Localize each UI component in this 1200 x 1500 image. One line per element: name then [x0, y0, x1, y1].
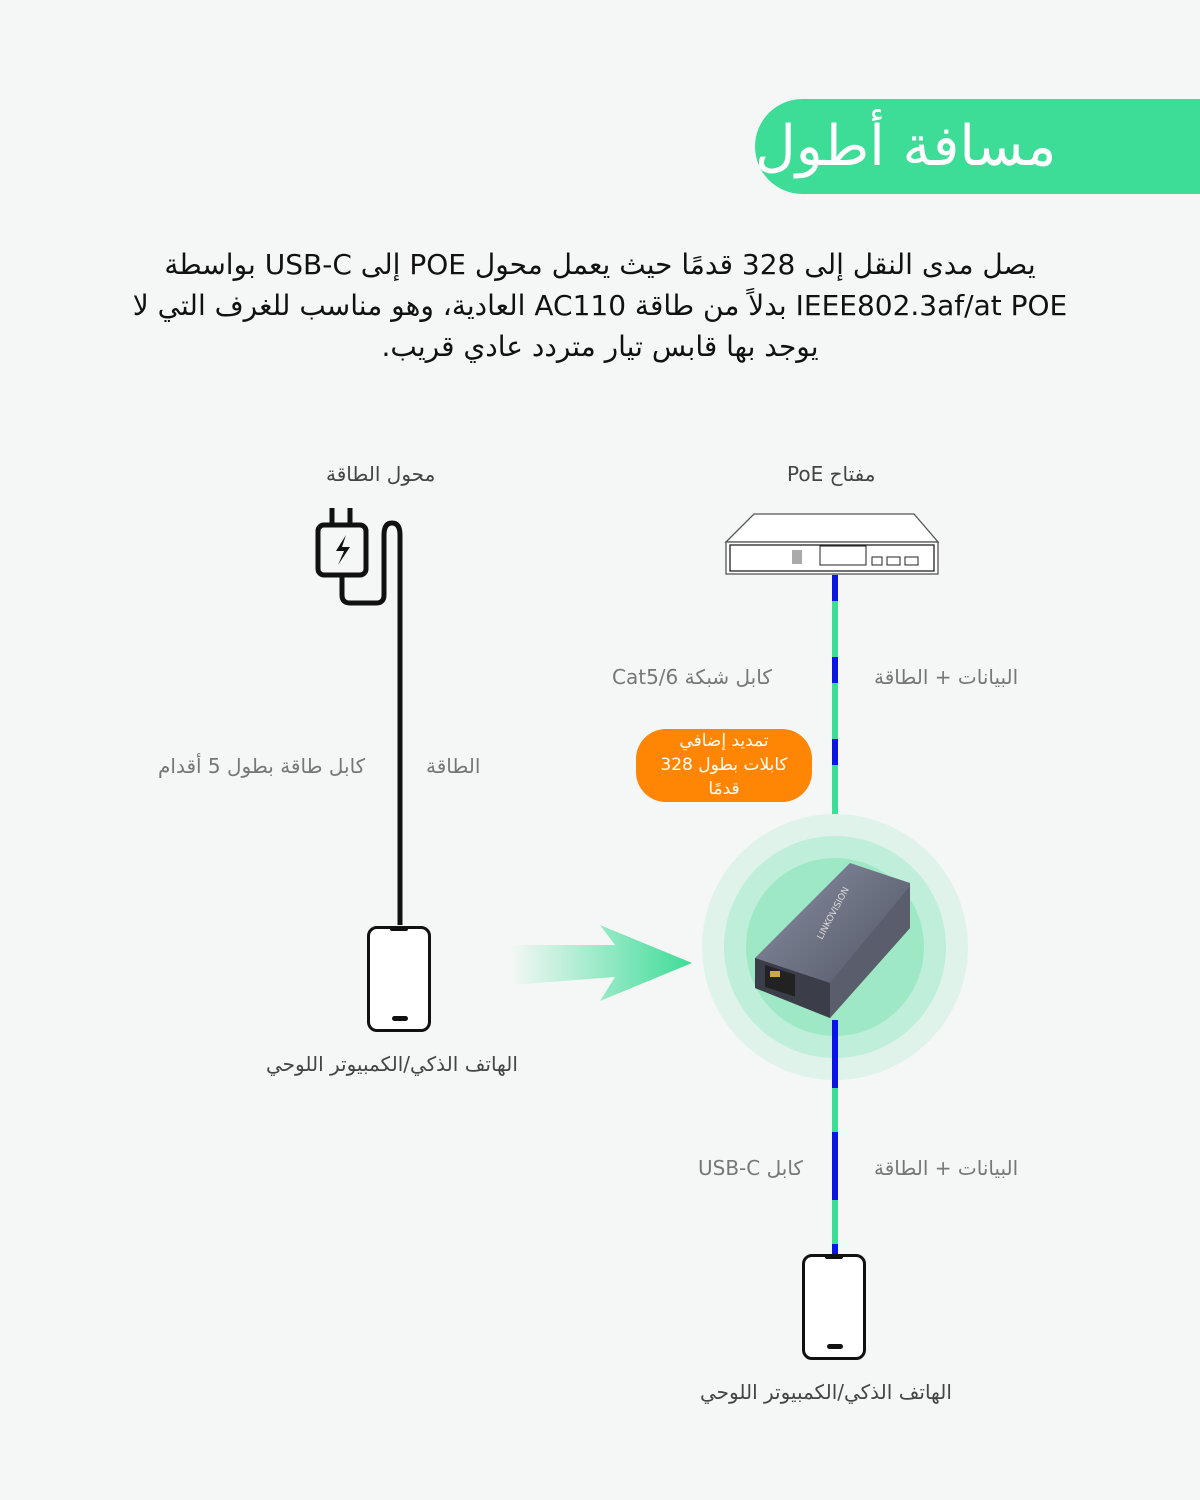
badge-line: قدمًا [708, 779, 740, 799]
poe-switch-icon [724, 513, 940, 575]
network-cable [832, 575, 838, 865]
network-cable-label: كابل شبكة Cat5/6 [612, 665, 772, 689]
badge-line: كابلات بطول 328 [660, 755, 788, 775]
data-power-label-top: البيانات + الطاقة [874, 665, 1019, 689]
usbc-cable [832, 1020, 838, 1255]
data-power-label-bottom: البيانات + الطاقة [874, 1156, 1019, 1180]
power-adapter-icon [315, 508, 403, 925]
right-device-label: الهاتف الذكي/الكمبيوتر اللوحي [700, 1380, 952, 1404]
power-adapter-label: محول الطاقة [326, 462, 436, 486]
title-banner: مسافة أطول [755, 99, 1200, 194]
arrow-right-icon [510, 925, 692, 1001]
description-line: IEEE802.3af/at POE بدلاً من طاقة AC110 ا… [132, 289, 1068, 322]
usbc-cable-label: كابل USB-C [698, 1156, 803, 1180]
smartphone-icon [367, 926, 431, 1032]
description-line: يوجد بها قابس تيار متردد عادي قريب. [381, 330, 819, 363]
description-line: يصل مدى النقل إلى 328 قدمًا حيث يعمل محو… [164, 248, 1036, 281]
poe-switch-label: مفتاح PoE [787, 462, 876, 486]
power-label: الطاقة [426, 754, 481, 778]
description: يصل مدى النقل إلى 328 قدمًا حيث يعمل محو… [100, 244, 1100, 367]
page-title: مسافة أطول [755, 114, 1057, 179]
poe-adapter-product: LINKOVISION [755, 863, 910, 1018]
badge-line: تمديد إضافي [679, 731, 769, 751]
extension-badge: تمديد إضافي كابلات بطول 328 قدمًا [636, 729, 812, 802]
left-device-label: الهاتف الذكي/الكمبيوتر اللوحي [266, 1052, 518, 1076]
smartphone-icon [802, 1254, 866, 1360]
power-cable-label: كابل طاقة بطول 5 أقدام [158, 754, 366, 778]
